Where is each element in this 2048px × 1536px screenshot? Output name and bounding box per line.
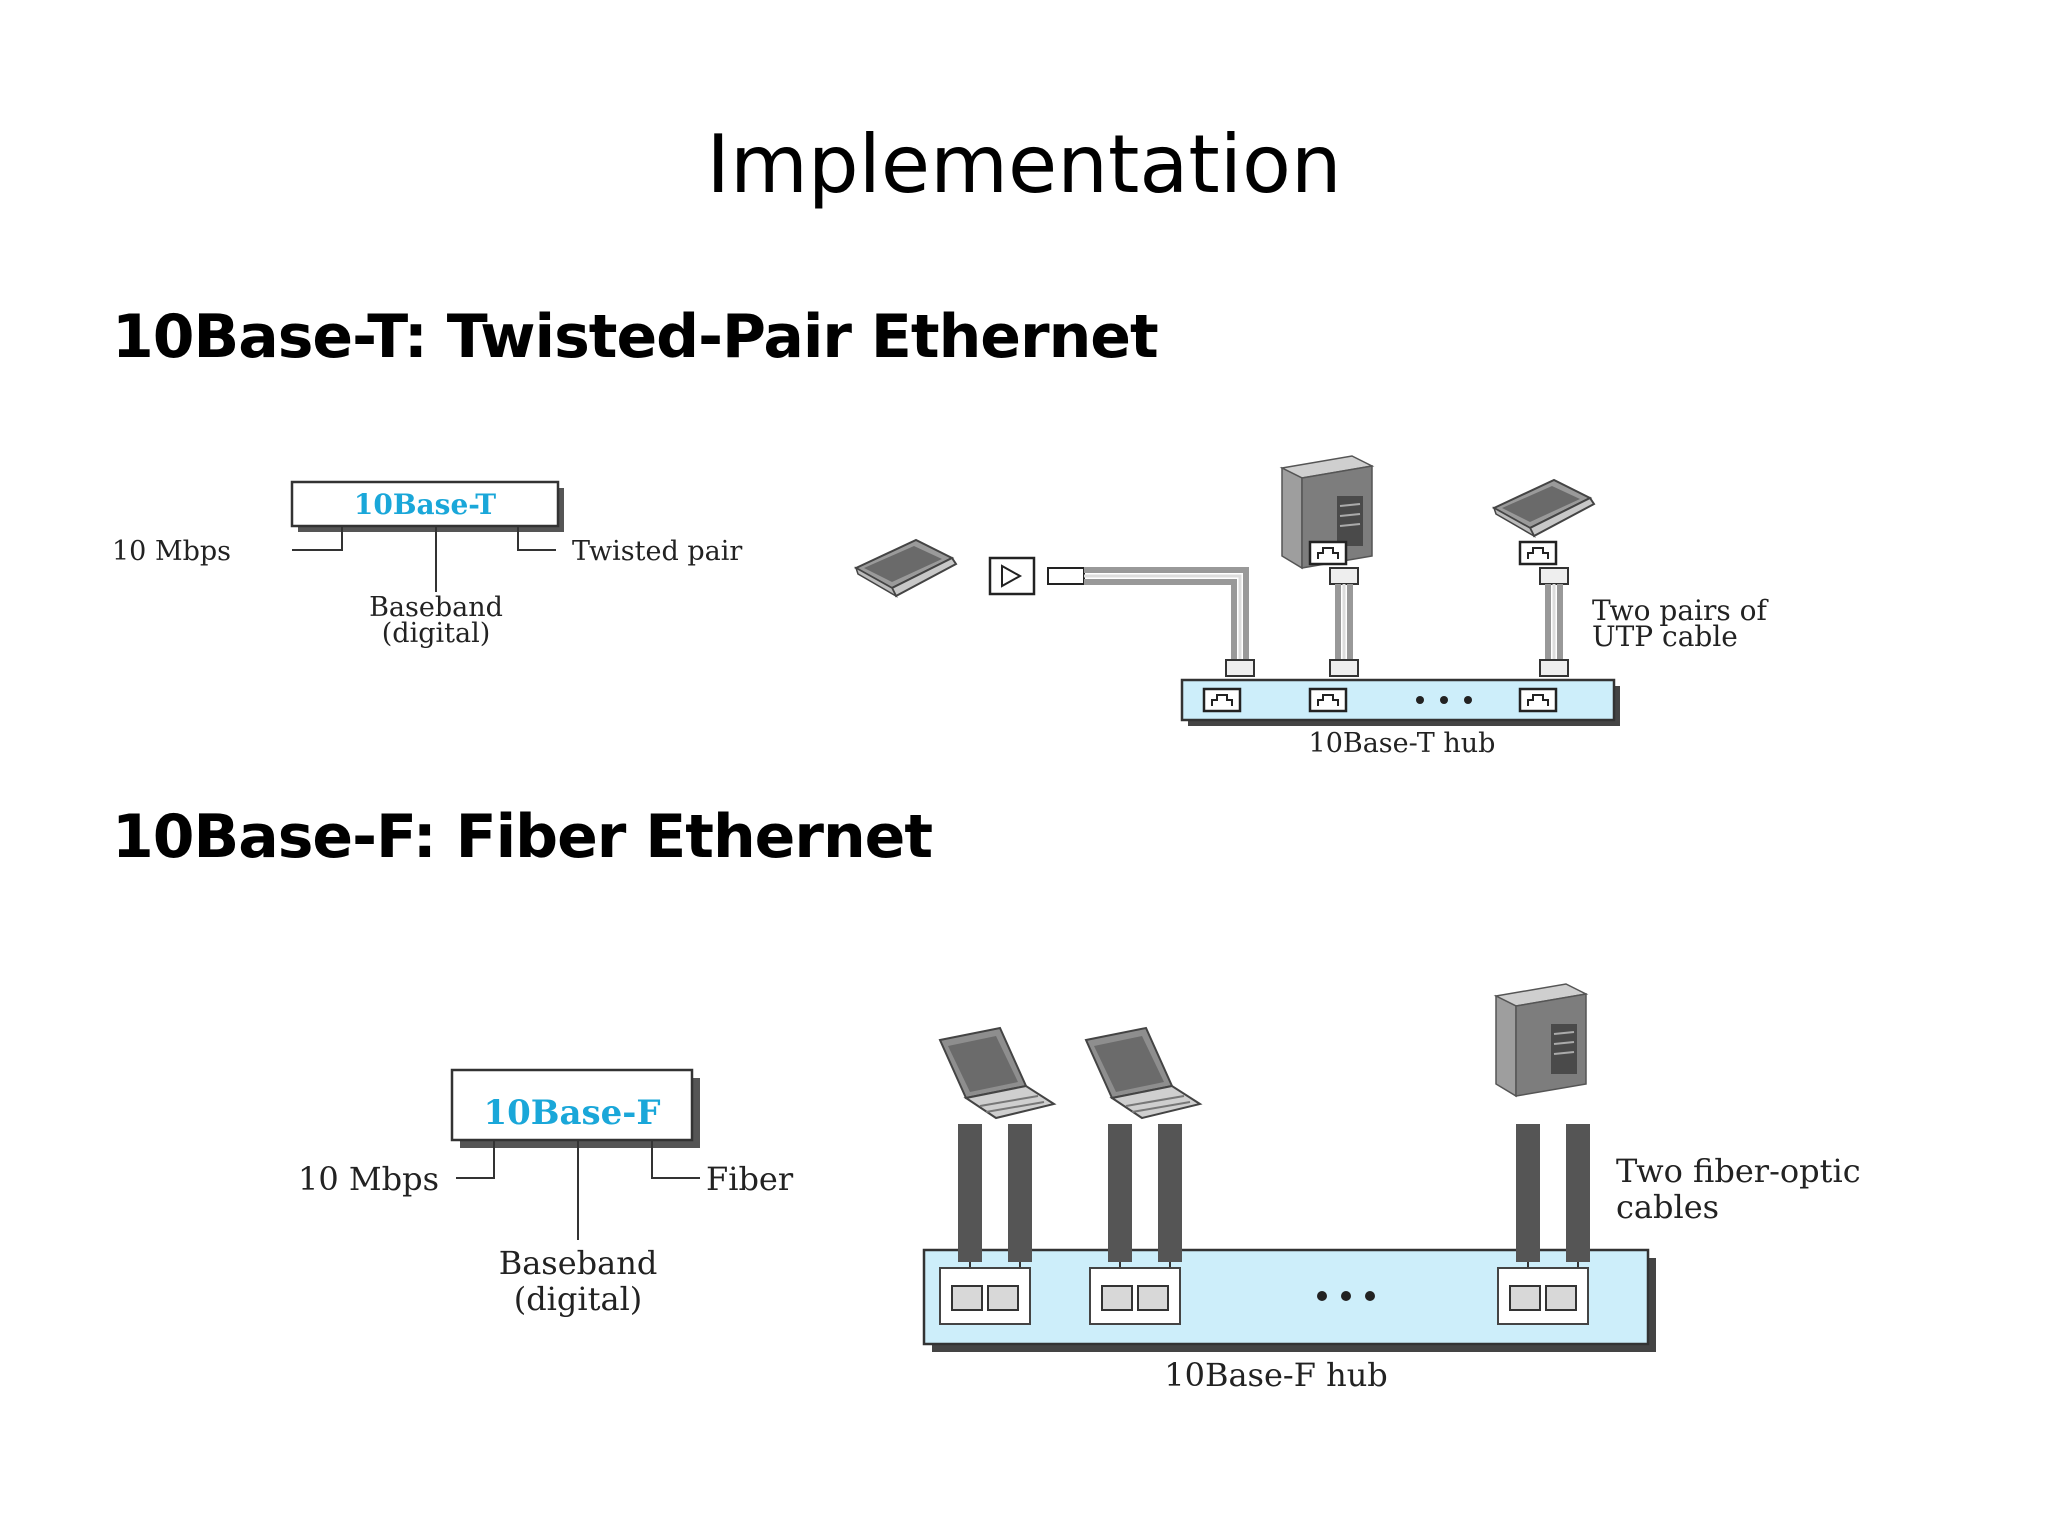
laptop-icon [1493, 479, 1595, 537]
fbase-hub-port [1089, 1267, 1181, 1325]
fbase-rate: 10 Mbps [298, 1160, 439, 1198]
server-icon [1495, 983, 1587, 1097]
fbase-cable-note-line2: cables [1616, 1188, 1719, 1226]
laptop-icon [855, 539, 957, 597]
tbase-cable-note-line2: UTP cable [1592, 620, 1738, 653]
tbase-label-diagram: 10Base-T 10 Mbps Twisted pair Baseband (… [112, 480, 742, 649]
fbase-hub-port [1497, 1267, 1589, 1325]
fbase-cable-note-line1: Two fiber-optic [1616, 1152, 1861, 1190]
fbase-network-diagram: 10Base-F hub Two fiber-optic cables [922, 983, 1861, 1394]
fbase-medium: Fiber [706, 1160, 794, 1198]
wall-jack-icon [1518, 540, 1558, 566]
tbase-rate: 10 Mbps [112, 536, 231, 567]
fbase-box-label: 10Base-F [483, 1093, 660, 1133]
fbase-hub-label: 10Base-F hub [1164, 1356, 1388, 1394]
tbase-signal-line2: (digital) [382, 618, 491, 649]
laptop-icon [939, 1027, 1055, 1119]
heading-10base-f: 10Base-F: Fiber Ethernet [112, 802, 933, 872]
fbase-label-diagram: 10Base-F 10 Mbps Fiber Baseband (digital… [298, 1068, 794, 1318]
tbase-hub-label: 10Base-T hub [1309, 728, 1496, 759]
fbase-signal-line2: (digital) [514, 1280, 643, 1318]
tbase-network-diagram: 10Base-T hub Two pairs of UTP cable [855, 455, 1769, 759]
tbase-medium: Twisted pair [572, 536, 742, 567]
fbase-hub-port [939, 1267, 1031, 1325]
laptop-icon [1085, 1027, 1201, 1119]
tbase-signal-line1: Baseband [369, 592, 503, 623]
tbase-hub [1180, 678, 1616, 722]
slide-title: Implementation [706, 118, 1342, 211]
heading-10base-t: 10Base-T: Twisted-Pair Ethernet [112, 302, 1159, 372]
tbase-cable-note-line1: Two pairs of [1592, 594, 1769, 627]
fbase-signal-line1: Baseband [499, 1244, 658, 1282]
wall-jack-icon [988, 556, 1036, 596]
wall-jack-icon [1308, 540, 1348, 566]
tbase-box-label: 10Base-T [354, 488, 496, 521]
tbase-hub-port [1308, 687, 1348, 713]
tbase-hub-port [1202, 687, 1242, 713]
tbase-hub-port [1518, 687, 1558, 713]
